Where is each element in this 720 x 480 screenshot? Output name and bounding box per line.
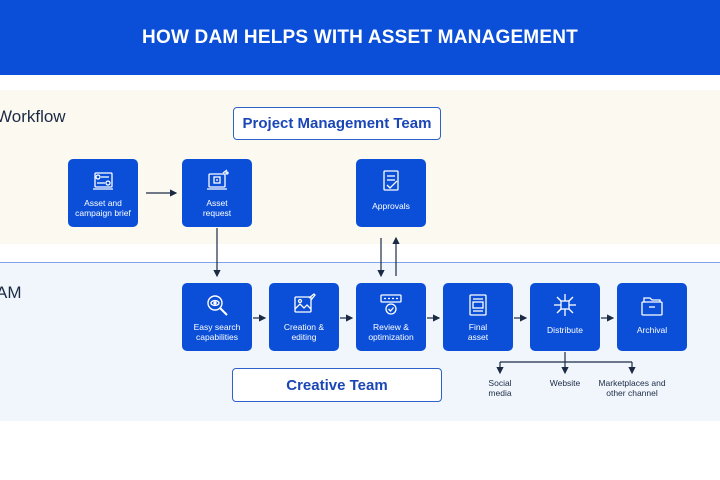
- node-label-line2: editing: [291, 332, 317, 342]
- node-label-line1: Review &: [373, 322, 409, 332]
- node-label-line1: Creation &: [283, 322, 325, 332]
- page-header: HOW DAM HELPS WITH ASSET MANAGEMENT: [0, 0, 720, 75]
- creative-team-box: Creative Team: [232, 368, 442, 402]
- node-label-line1: Asset: [206, 198, 228, 208]
- node-label-line1: Approvals: [372, 201, 410, 211]
- node-label-line1: Final: [468, 322, 488, 332]
- node-creation-editing: Creation &editing: [269, 283, 339, 351]
- archive-icon: [641, 297, 663, 316]
- outlet-label-line1: Website: [549, 378, 581, 388]
- workflow-lane-label: Workflow: [0, 107, 66, 126]
- outlet-label-line1: Social: [488, 378, 512, 388]
- request-icon: [207, 169, 229, 190]
- node-label-line1: Asset and: [84, 198, 122, 208]
- approvals-icon: [383, 170, 399, 191]
- search-icon: [207, 295, 228, 316]
- node-archival: Archival: [617, 283, 687, 351]
- outlet-social-media: Social media: [474, 378, 526, 398]
- node-label-line2: capabilities: [195, 332, 239, 342]
- node-label-line1: Distribute: [547, 325, 583, 335]
- project-management-team-box: Project Management Team: [233, 107, 441, 140]
- document-icon: [469, 294, 487, 316]
- node-review-optimization: Review &optimization: [356, 283, 426, 351]
- brief-icon: [93, 172, 113, 190]
- node-label-line2: request: [202, 208, 232, 218]
- image-edit-icon: [294, 293, 316, 313]
- node-label-line1: Easy search: [193, 322, 241, 332]
- node-label-line2: asset: [467, 332, 489, 342]
- outlet-label-line2: other channel: [606, 388, 658, 398]
- node-label-line2: campaign brief: [75, 208, 131, 218]
- review-icon: [380, 294, 402, 315]
- outlet-marketplaces: Marketplaces and other channel: [592, 378, 672, 398]
- page-title: HOW DAM HELPS WITH ASSET MANAGEMENT: [142, 26, 578, 48]
- outlet-website: Website: [539, 378, 591, 388]
- distribute-icon: [554, 294, 576, 316]
- outlet-label-line1: Marketplaces and: [598, 378, 666, 388]
- node-label-line1: Archival: [636, 325, 668, 335]
- node-label-line2: optimization: [368, 332, 414, 342]
- outlet-label-line2: media: [488, 388, 512, 398]
- node-approvals: Approvals: [356, 159, 426, 227]
- node-distribute: Distribute: [530, 283, 600, 351]
- dam-lane-label: AM: [0, 283, 22, 302]
